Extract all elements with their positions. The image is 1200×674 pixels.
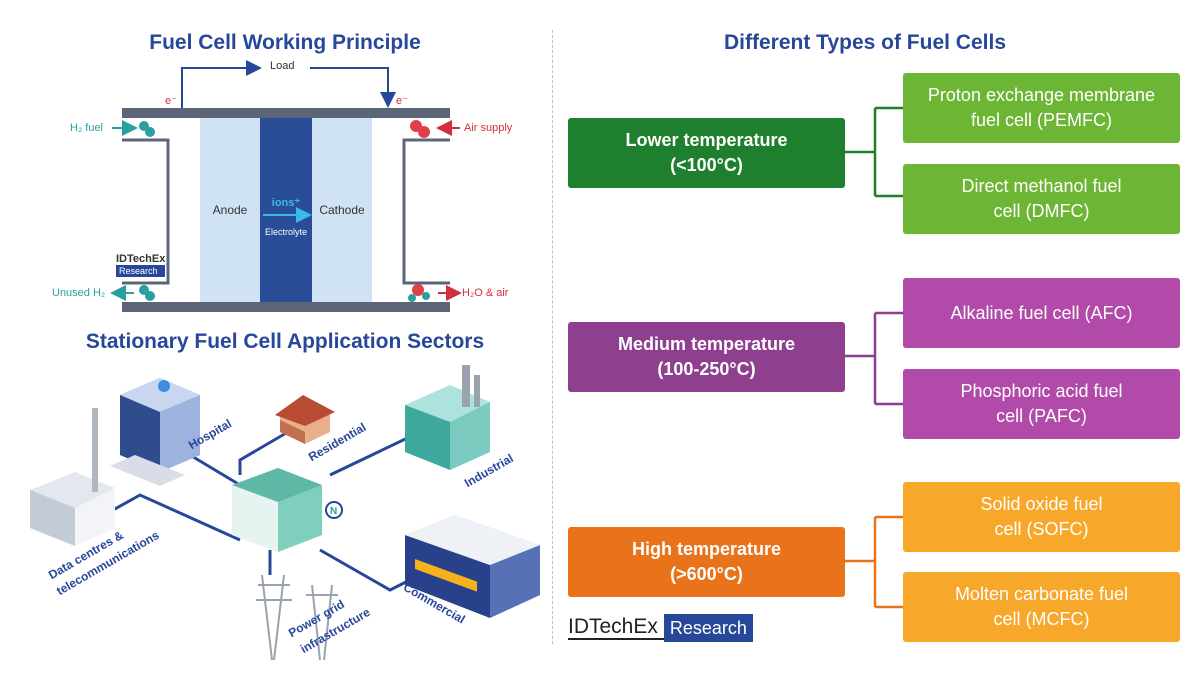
type-dmfc: Direct methanol fuel cell (DMFC)	[903, 164, 1180, 234]
working-principle-title: Fuel Cell Working Principle	[149, 31, 421, 54]
sectors-illustration: N	[30, 365, 540, 661]
fuel-cell-types-title: Different Types of Fuel Cells	[724, 31, 1006, 54]
category-lower-line2: (<100°C)	[670, 155, 743, 175]
ions-label: ions⁺	[271, 197, 301, 209]
category-high-line1: High temperature	[631, 539, 782, 559]
type-pemfc-line1: Proton exchange membrane	[927, 85, 1156, 105]
bottom-plate	[122, 302, 450, 312]
telecom-tower-icon	[92, 408, 98, 492]
category-medium-temperature: Medium temperature (100-250°C)	[568, 322, 845, 392]
category-lower-temperature: Lower temperature (<100°C)	[568, 118, 845, 188]
electrolyte-region	[260, 118, 312, 302]
type-dmfc-line2: cell (DMFC)	[993, 201, 1090, 221]
industrial-plant-icon	[405, 365, 490, 470]
small-logo-top: IDTechEx	[116, 253, 166, 265]
electrolyte-label: Electrolyte	[264, 227, 308, 237]
unused-h2-label: Unused H₂	[52, 287, 106, 299]
load-circuit-right	[310, 67, 396, 108]
right-wall	[402, 138, 450, 285]
logo-idtechex-text: IDTechEx	[568, 616, 664, 640]
fuel-cell-diagram	[110, 60, 462, 312]
category-lower-line1: Lower temperature	[625, 130, 788, 150]
load-label: Load	[270, 60, 295, 72]
residential-house-icon	[275, 395, 335, 444]
electron-label-right: e⁻	[396, 95, 408, 107]
cathode-region	[312, 118, 372, 302]
type-sofc-line1: Solid oxide fuel	[980, 494, 1103, 514]
type-pafc-line2: cell (PAFC)	[996, 406, 1087, 426]
h2o-air-label: H₂O & air	[462, 287, 509, 299]
vertical-divider	[552, 30, 553, 644]
application-sectors-title: Stationary Fuel Cell Application Sectors	[85, 330, 485, 353]
top-plate	[122, 108, 450, 118]
type-afc: Alkaline fuel cell (AFC)	[903, 278, 1180, 348]
category-medium-line2: (100-250°C)	[657, 359, 756, 379]
type-afc-line1: Alkaline fuel cell (AFC)	[950, 302, 1133, 323]
anode-label: Anode	[212, 203, 248, 217]
type-pafc-line1: Phosphoric acid fuel	[960, 381, 1123, 401]
water-molecule-icon	[412, 284, 424, 296]
type-mcfc-line2: cell (MCFC)	[993, 609, 1090, 629]
cathode-label: Cathode	[319, 203, 365, 217]
left-wall	[122, 138, 170, 285]
category-medium-line1: Medium temperature	[617, 334, 796, 354]
type-dmfc-line1: Direct methanol fuel	[961, 176, 1122, 196]
svg-text:N: N	[330, 506, 337, 517]
air-supply-label: Air supply	[464, 122, 513, 134]
h2-fuel-label: H₂ fuel	[70, 122, 104, 134]
bracket-connectors	[845, 106, 906, 609]
type-sofc-line2: cell (SOFC)	[994, 519, 1089, 539]
commercial-building-icon	[405, 515, 540, 618]
charger-plug-icon	[325, 501, 343, 519]
small-logo-bottom: Research	[116, 265, 166, 277]
hospital-icon	[110, 378, 200, 486]
small-idtechex-logo: IDTechEx Research	[116, 253, 166, 277]
type-pemfc: Proton exchange membrane fuel cell (PEMF…	[903, 73, 1180, 143]
type-mcfc: Molten carbonate fuel cell (MCFC)	[903, 572, 1180, 642]
anode-region	[200, 118, 260, 302]
fuel-cell-unit-icon	[232, 468, 322, 552]
logo-research-text: Research	[663, 614, 753, 642]
type-pafc: Phosphoric acid fuel cell (PAFC)	[903, 369, 1180, 439]
load-circuit-left	[181, 60, 262, 108]
type-sofc: Solid oxide fuel cell (SOFC)	[903, 482, 1180, 552]
category-high-line2: (>600°C)	[670, 564, 743, 584]
electron-label-left: e⁻	[165, 95, 177, 107]
idtechex-research-logo: IDTechEx Research	[568, 614, 753, 642]
category-high-temperature: High temperature (>600°C)	[568, 527, 845, 597]
type-pemfc-line2: fuel cell (PEMFC)	[970, 110, 1113, 130]
data-centre-icon	[30, 408, 115, 546]
type-mcfc-line1: Molten carbonate fuel	[954, 584, 1129, 604]
link-residential	[238, 420, 306, 475]
power-grid-tower-icon	[256, 574, 338, 661]
